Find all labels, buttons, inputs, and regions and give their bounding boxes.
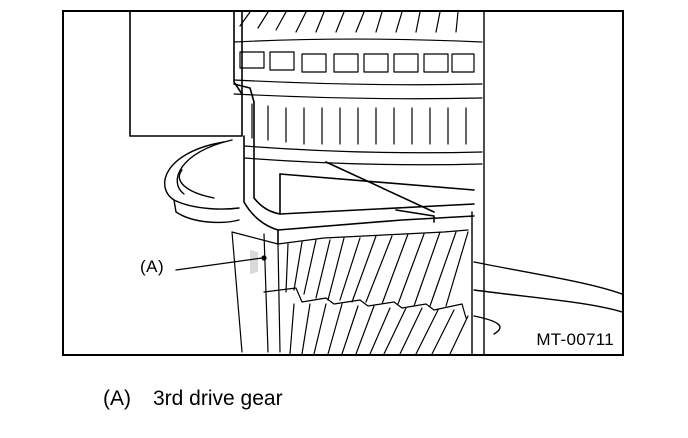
shaft — [471, 12, 485, 354]
splined-ring — [243, 103, 483, 166]
upper-gear-teeth — [233, 12, 483, 100]
helical-gear — [231, 229, 469, 354]
figure-frame: (A) MT-00711 — [62, 10, 624, 356]
flange-disc — [164, 139, 240, 224]
legend: (A) 3rd drive gear — [103, 388, 283, 409]
callout-label: (A) — [140, 257, 165, 276]
legend-marker: (A) — [103, 387, 131, 410]
callout-leader — [175, 257, 263, 271]
background-disc — [473, 261, 622, 335]
tool-holder — [129, 12, 475, 245]
figure-id: MT-00711 — [536, 330, 614, 349]
gear-illustration — [129, 12, 622, 354]
legend-description: 3rd drive gear — [153, 387, 283, 410]
